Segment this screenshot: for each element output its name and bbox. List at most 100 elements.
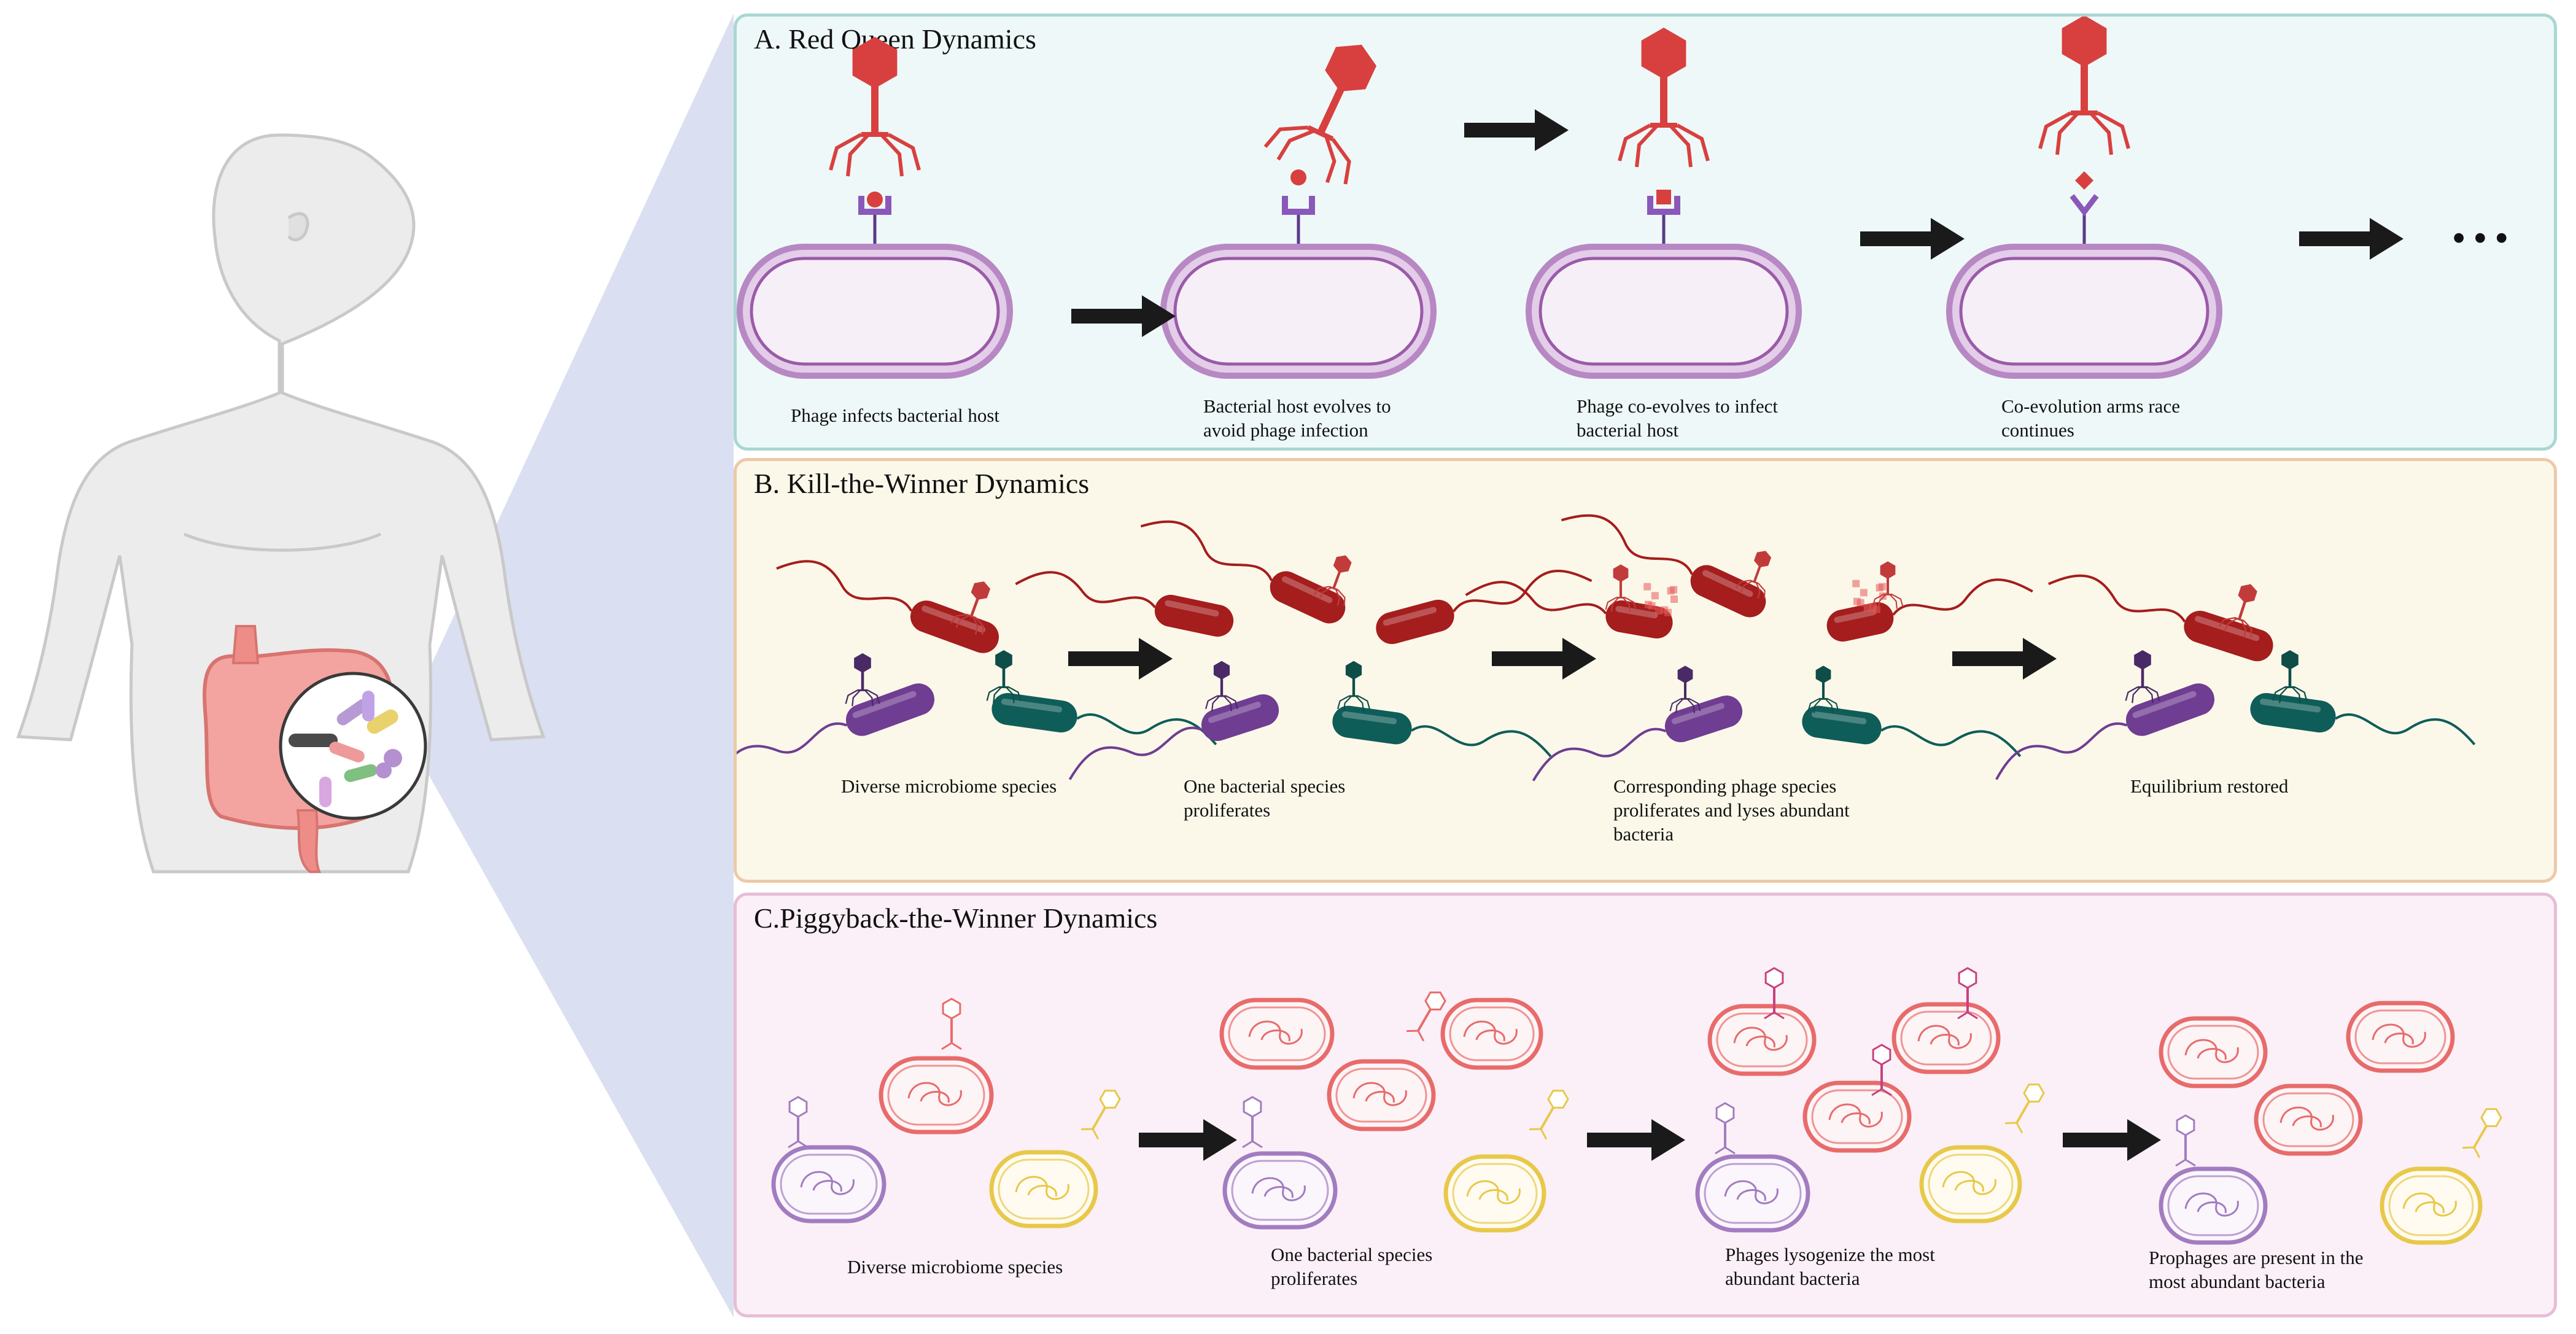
phage-tail-fiber xyxy=(1618,123,1651,161)
stage-proliferation xyxy=(1219,991,1569,1233)
flow-arrow xyxy=(1464,109,1569,151)
stage-proliferation xyxy=(1015,520,1593,780)
phage-tail-fiber xyxy=(1006,687,1015,704)
nucleoid xyxy=(1463,1020,1518,1045)
nucleoid xyxy=(1942,1171,1996,1195)
phage-capsid xyxy=(1753,551,1772,568)
phage-tail-fiber xyxy=(2132,687,2141,704)
phage-tail-fiber xyxy=(1825,699,1833,713)
rod-body xyxy=(1605,600,1673,639)
phage-tail-fiber xyxy=(941,1042,962,1050)
phage-tail-tip xyxy=(1290,169,1306,185)
phage-capsid xyxy=(2281,650,2299,670)
phage-baseplate xyxy=(1883,594,1893,595)
receptor-head xyxy=(858,196,891,215)
rod-bacterium xyxy=(1140,520,1346,624)
temperate-phage xyxy=(1764,967,1785,1020)
phage-tail-fiber xyxy=(1740,581,1752,593)
phage-capsid xyxy=(1764,967,1784,989)
phage-tail-fiber xyxy=(1324,136,1336,184)
phage-tail-fiber xyxy=(1343,696,1352,712)
phage-tail-fiber xyxy=(1358,695,1370,710)
arrow-shaft xyxy=(1860,231,1937,246)
phage-baseplate xyxy=(2284,686,2295,688)
temperate-phage xyxy=(1081,1090,1121,1140)
phage-tail-fiber xyxy=(1337,695,1349,710)
surface-receptor xyxy=(2070,194,2099,244)
phage-capsid xyxy=(971,581,991,600)
rod-body xyxy=(1154,594,1234,637)
nucleoid xyxy=(1733,1026,1788,1051)
phage-capsid xyxy=(1424,991,1446,1010)
phage-tail xyxy=(1332,571,1341,589)
host-cell-stage-2 xyxy=(1160,196,1437,379)
phage-tail-fiber xyxy=(2218,617,2235,628)
phage-tail-fiber xyxy=(1669,698,1682,712)
phage-tail xyxy=(2238,601,2246,619)
bacterial-host-cell xyxy=(737,244,1013,379)
arrow-shaft xyxy=(1068,651,1145,666)
flagellum xyxy=(1995,722,2128,780)
lysis-debris xyxy=(1670,595,1678,603)
arrow-shaft xyxy=(1071,309,1148,324)
panel-piggyback-the-winner: C.Piggyback-the-Winner Dynamics Diverse … xyxy=(734,893,2557,1317)
rod-body xyxy=(845,683,935,736)
rod-highlight xyxy=(1671,703,1724,724)
phage-tail-fiber xyxy=(2090,112,2113,155)
surface-receptor xyxy=(1282,196,1315,244)
phage-tail-fiber xyxy=(1669,125,1693,168)
phage-tail xyxy=(2473,1125,2488,1148)
stage-equilibrium xyxy=(1995,574,2476,780)
temperate-phage xyxy=(2462,1108,2502,1158)
stage-diverse xyxy=(771,998,1121,1228)
temperate-phage xyxy=(1957,967,1978,1020)
nucleoid xyxy=(2279,1106,2334,1131)
phage-tail-fiber xyxy=(1715,1146,1736,1155)
lavender-bacterium xyxy=(771,1145,886,1223)
oval-inner-wall xyxy=(2167,1025,2259,1080)
flow-arrow xyxy=(2299,218,2403,260)
nucleoid xyxy=(2402,1192,2457,1217)
phage-tail-fiber xyxy=(1008,686,1022,701)
oval-wall xyxy=(2346,1001,2455,1073)
oval-wall xyxy=(1222,1151,1338,1230)
nucleoid xyxy=(1466,1180,1521,1204)
oval-bacterium xyxy=(1891,1002,2001,1074)
phage-tail-fiber xyxy=(788,1140,809,1149)
nucleoid xyxy=(1015,1176,1069,1200)
arrow-head xyxy=(2370,218,2403,260)
nucleoid xyxy=(800,1171,855,1195)
phage-capsid xyxy=(1333,555,1352,573)
red-phage xyxy=(1605,564,1637,612)
purple-phage xyxy=(2125,650,2160,704)
oval-bacterium xyxy=(1443,1154,1546,1233)
phage-infecting xyxy=(829,37,921,177)
phage-tail-fiber xyxy=(1605,597,1617,610)
phage-tail-fiber xyxy=(1764,1011,1785,1020)
arrow-shaft xyxy=(1587,1133,1658,1147)
phage-baseplate xyxy=(861,132,888,137)
phage-baseplate xyxy=(857,689,868,691)
flagellum xyxy=(2048,574,2186,622)
phage-tail-fiber xyxy=(1758,583,1766,599)
flow-arrow xyxy=(1492,638,1596,680)
rod-highlight xyxy=(1281,576,1333,603)
panel-b-caption-1: Diverse microbiome species xyxy=(841,775,1057,797)
rod-bacterium xyxy=(991,692,1217,745)
oval-wall xyxy=(1707,1004,1817,1076)
flagellum xyxy=(1892,578,2033,616)
rod-bacterium xyxy=(737,683,935,780)
receptor-head xyxy=(2070,194,2099,217)
rod-body xyxy=(1802,705,1882,745)
rod-bacterium xyxy=(1995,683,2215,780)
phage-capsid xyxy=(1715,1102,1735,1124)
phage-tail-fiber xyxy=(1687,699,1695,713)
oval-bacterium xyxy=(1327,1059,1436,1131)
oval-inner-wall xyxy=(1452,1163,1538,1224)
piggyback-illustration xyxy=(771,967,2502,1245)
phage-baseplate xyxy=(2233,616,2244,622)
phage-baseplate xyxy=(1329,586,1339,591)
